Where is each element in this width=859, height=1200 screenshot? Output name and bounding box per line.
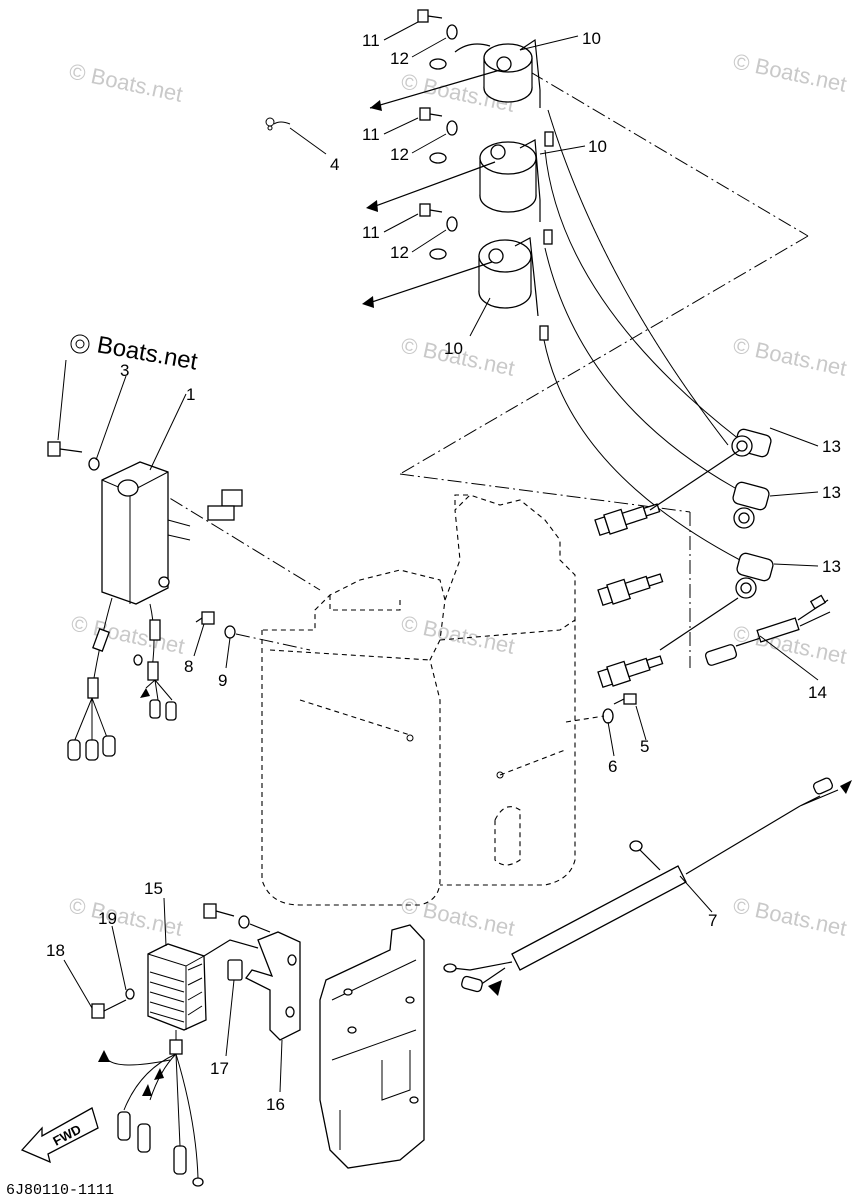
watermark: © Boats.net	[731, 332, 849, 380]
washer	[602, 708, 614, 724]
reference-lines	[149, 59, 809, 668]
callout-3: 3	[120, 361, 129, 380]
wiring-harness	[443, 777, 852, 996]
bolt	[417, 9, 443, 23]
spark-plug	[594, 449, 741, 537]
washer	[224, 625, 236, 639]
cdi-unit	[101, 461, 191, 605]
callout-10: 10	[588, 137, 607, 156]
high-tension-leads	[543, 109, 741, 561]
callout-13: 13	[822, 437, 841, 456]
rectifier-wires	[98, 1030, 204, 1187]
bracket	[245, 931, 301, 1041]
callout-17: 17	[210, 1059, 229, 1078]
callout-7: 7	[708, 911, 717, 930]
plug-cap	[731, 428, 772, 458]
ignition-coil	[478, 237, 539, 317]
callout-10: 10	[582, 29, 601, 48]
wires	[67, 597, 177, 761]
callout-11: 11	[362, 31, 380, 50]
callout-1: 1	[186, 385, 195, 404]
spark-plug	[597, 597, 739, 689]
callout-4: 4	[330, 155, 339, 174]
bolt	[195, 611, 215, 625]
callout-15: 15	[144, 879, 163, 898]
ignition-coil	[479, 139, 541, 222]
callout-5: 5	[640, 737, 649, 756]
ignition-coil-assembly-3	[362, 203, 549, 341]
callout-11: 11	[362, 125, 380, 144]
callout-18: 18	[46, 941, 65, 960]
plug-cap	[732, 481, 770, 529]
watermark: © Boats.net	[731, 48, 849, 96]
ignition-coil-assembly-1	[369, 9, 554, 147]
mounting-plate	[319, 924, 425, 1169]
washer	[446, 24, 458, 40]
diagram-code: 6J80110-1111	[6, 1182, 114, 1199]
fwd-arrow-icon: FWD	[20, 1107, 99, 1164]
arrow-icon	[366, 200, 378, 212]
main-watermark-text: Boats.net	[95, 331, 200, 375]
arrow-icon	[362, 296, 374, 308]
clip	[265, 117, 291, 131]
watermark: © Boats.net	[67, 892, 185, 940]
ignition-coil	[454, 38, 541, 108]
callout-14: 14	[808, 683, 827, 702]
washer	[125, 988, 135, 1000]
callout-10: 10	[444, 339, 463, 358]
arrow-icon	[370, 100, 382, 111]
leader-lines	[57, 21, 819, 1093]
connector	[207, 489, 243, 521]
main-watermark: Boats.net	[70, 331, 200, 376]
callout-6: 6	[608, 757, 617, 776]
bolt	[91, 999, 127, 1019]
callout-11: 11	[362, 223, 380, 242]
callout-12: 12	[390, 243, 409, 262]
callout-16: 16	[266, 1095, 285, 1114]
watermark: © Boats.net	[731, 892, 849, 940]
clamp	[227, 959, 243, 981]
callout-13: 13	[822, 557, 841, 576]
bolt	[47, 441, 83, 457]
callout-12: 12	[390, 49, 409, 68]
sensor	[704, 594, 831, 666]
callout-12: 12	[390, 145, 409, 164]
watermark: © Boats.net	[69, 610, 187, 658]
bolt	[613, 693, 637, 705]
washer	[88, 457, 100, 471]
callout-numbers: 11 12 10 11 12 10 11 12 10 4 3 1 13 13 1…	[46, 29, 841, 1114]
callout-13: 13	[822, 483, 841, 502]
rectifier-regulator	[147, 939, 259, 1031]
watermark: © Boats.net	[67, 58, 185, 106]
copyright-icon	[70, 334, 90, 354]
callout-8: 8	[184, 657, 193, 676]
callout-19: 19	[98, 909, 117, 928]
watermark: © Boats.net	[399, 610, 517, 658]
engine-block-outline	[261, 494, 576, 906]
ignition-coil-assembly-2	[366, 107, 553, 245]
callout-9: 9	[218, 671, 227, 690]
plug-cap	[735, 552, 774, 599]
bolt	[203, 903, 271, 933]
spark-plug	[597, 573, 664, 607]
